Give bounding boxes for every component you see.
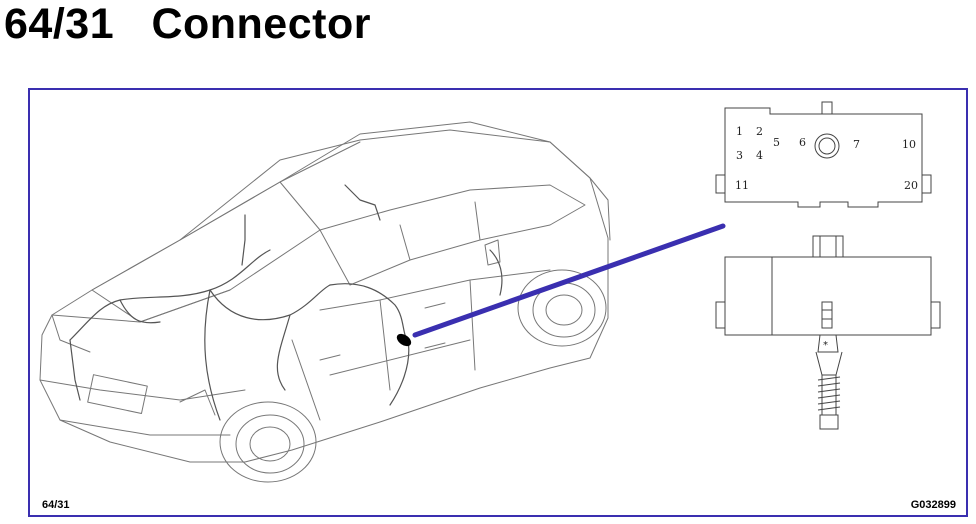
pin-label: 20 xyxy=(904,179,918,192)
car-body-outline xyxy=(39,121,611,483)
pin-label: 7 xyxy=(853,138,860,151)
diagram-frame: 1 2 3 4 5 6 7 10 11 20 xyxy=(28,88,968,517)
pin-label: 5 xyxy=(773,136,780,149)
connector-location-marker xyxy=(396,333,412,347)
pin-labels: 1 2 3 4 5 6 7 10 11 20 xyxy=(735,125,918,192)
diagram-code-left: 64/31 xyxy=(42,499,70,511)
pin-label: 1 xyxy=(736,125,743,138)
connector-side-view: * xyxy=(715,235,941,430)
connector-face-view xyxy=(715,101,932,208)
wiring-harness xyxy=(69,184,503,421)
page-title: 64/31 Connector xyxy=(4,0,371,48)
pointer-line xyxy=(412,223,726,338)
svg-text:*: * xyxy=(823,340,828,351)
car-wiring-illustration: 1 2 3 4 5 6 7 10 11 20 xyxy=(39,101,941,483)
diagram-code-right: G032899 xyxy=(910,499,956,511)
pin-label: 11 xyxy=(735,179,749,192)
pin-label: 6 xyxy=(799,136,806,149)
pin-label: 3 xyxy=(736,149,743,162)
pin-label: 4 xyxy=(756,149,763,162)
pin-label: 10 xyxy=(902,138,916,151)
pin-label: 2 xyxy=(756,125,763,138)
